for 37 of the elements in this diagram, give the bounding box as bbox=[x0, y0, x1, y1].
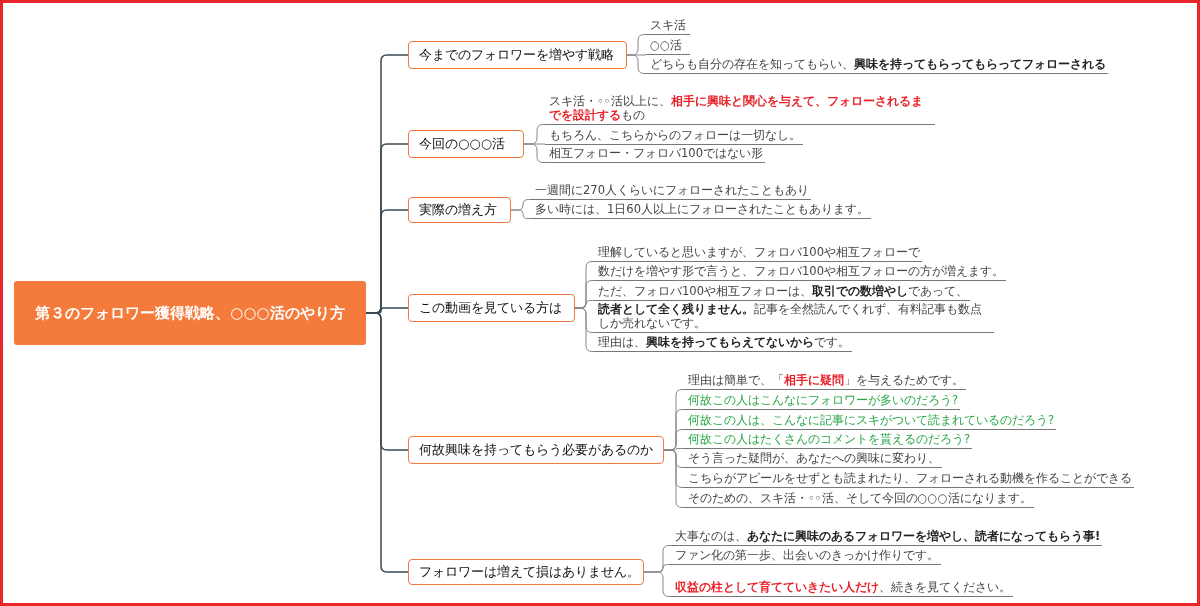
topic-text: 何故この人は、こんなに記事にスキがついて読まれているのだろう? bbox=[684, 413, 1057, 430]
connector-line bbox=[663, 449, 685, 508]
topic-text: 何故この人はたくさんのコメントを貰えるのだろう? bbox=[684, 432, 973, 449]
topic-text: 数だけを増やす形で言うと、フォロバ100や相互フォローの方が増えます。 bbox=[594, 264, 1006, 281]
topic-text: 読者として全く残りません。記事を全然読んでくれず、有料記事も数点しか売れないです。 bbox=[594, 302, 994, 333]
topic-box: 何故興味を持ってもらう必要があるのか bbox=[408, 436, 664, 464]
topic-text: 多い時には、1日60人以上にフォローされたこともあります。 bbox=[531, 202, 871, 219]
topic-text: 理由は、興味を持ってもらえてないからです。 bbox=[594, 335, 852, 352]
topic-text: どちらも自分の存在を知ってもらい、興味を持ってもらってもらってフォローされる bbox=[646, 57, 1108, 74]
connector-line bbox=[626, 54, 647, 74]
topic-text: 理由は簡単で、「相手に疑問」を与えるためです。 bbox=[684, 373, 966, 390]
topic-text: 一週間に270人くらいにフォローされたこともあり bbox=[531, 183, 811, 200]
topic-box: 今までのフォロワーを増やす戦略 bbox=[408, 41, 627, 69]
topic-text: 相互フォロー・フォロバ100ではない形 bbox=[545, 146, 765, 163]
central-topic-box: 第３のフォロワー獲得戦略、○○○活のやり方 bbox=[14, 281, 366, 345]
topic-text: スキ活・◦◦活以上に、相手に興味と関心を与えて、フォローされるまでを設計するもの bbox=[545, 94, 935, 125]
topic-box: フォロワーは増えて損はありません。 bbox=[408, 559, 644, 585]
topic-box: この動画を見ている方は bbox=[408, 294, 575, 322]
topic-box: 実際の増え方 bbox=[408, 197, 511, 223]
topic-text: そう言った疑問が、あなたへの興味に変わり、 bbox=[684, 451, 942, 468]
connector-line bbox=[510, 209, 532, 219]
topic-text: そのための、スキ活・◦◦活、そして今回の○○○活になります。 bbox=[684, 491, 1034, 508]
topic-text: ただ、フォロバ100や相互フォローは、取引での数増やしであって、 bbox=[594, 284, 970, 301]
topic-text: ファン化の第一歩、出会いのきっかけ作りです。 bbox=[671, 548, 941, 565]
topic-box: 今回の○○○活 bbox=[408, 130, 524, 158]
topic-text: もちろん、こちらからのフォローは一切なし。 bbox=[545, 128, 803, 145]
topic-text: ○○活 bbox=[646, 38, 690, 55]
topic-text: 何故この人はこんなにフォロワーが多いのだろう? bbox=[684, 393, 961, 410]
connector-line bbox=[574, 307, 595, 352]
connector-line bbox=[365, 312, 409, 573]
topic-text: 収益の柱として育てていきたい人だけ、続きを見てください。 bbox=[671, 580, 1013, 597]
topic-text: 大事なのは、あなたに興味のあるフォロワーを増やし、読者になってもらう事! bbox=[671, 529, 1103, 546]
connector-line bbox=[643, 571, 672, 597]
connector-line bbox=[523, 143, 546, 163]
topic-text: こちらがアピールをせずとも読まれたり、フォローされる動機を作ることができる bbox=[684, 471, 1134, 488]
topic-text: スキ活 bbox=[646, 18, 690, 35]
topic-text: 理解していると思いますが、フォロバ100や相互フォローで bbox=[594, 245, 922, 262]
